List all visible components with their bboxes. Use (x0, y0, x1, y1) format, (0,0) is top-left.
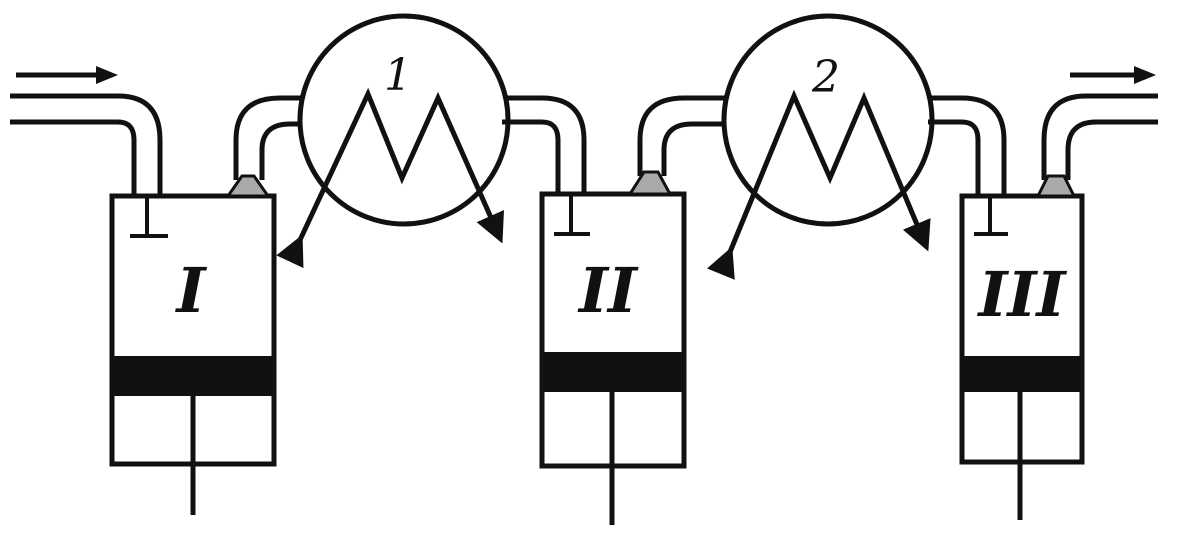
cylinder-2-label: II (577, 254, 639, 327)
cylinder-3-inlet-valve-icon (974, 198, 1008, 236)
inlet-arrow-icon (16, 66, 118, 84)
heat-exchanger-1-label: 1 (384, 50, 412, 101)
heat-exchanger-2-label: 2 (811, 52, 840, 103)
cylinder-3-outlet-valve-icon (1035, 174, 1077, 198)
heat-exchanger-1-coil-icon (276, 87, 504, 269)
cylinder-3-label: III (976, 258, 1067, 331)
pipe-cyl2-to-hx2 (637, 95, 736, 176)
cylinder-1-label: I (174, 254, 207, 327)
cylinder-1-inlet-valve-icon (130, 198, 168, 238)
cylinder-2-inlet-valve-icon (554, 196, 590, 236)
heat-exchanger-1: 1 (276, 13, 511, 269)
cylinder-3-piston (962, 356, 1082, 392)
outlet-pipe (1041, 93, 1158, 180)
cylinder-2-piston (542, 352, 684, 392)
heat-exchanger-2-coil-icon (707, 89, 931, 280)
outlet-arrow-icon (1070, 66, 1156, 84)
cylinder-1-piston (112, 356, 274, 396)
cylinder-1-outlet-valve-icon (225, 174, 271, 198)
cylinder-2: II (539, 170, 687, 525)
cylinder-1: I (109, 174, 277, 515)
pipe-hx1-to-cyl2 (502, 95, 587, 196)
pipe-hx2-to-cyl3 (928, 95, 1007, 198)
inlet-pipe (10, 93, 163, 200)
pipe-cyl1-to-hx1 (233, 95, 310, 180)
cylinder-3: III (959, 174, 1085, 520)
heat-exchanger-1-shell (297, 13, 511, 227)
heat-exchanger-2: 2 (707, 13, 935, 280)
cylinder-2-outlet-valve-icon (627, 170, 673, 196)
